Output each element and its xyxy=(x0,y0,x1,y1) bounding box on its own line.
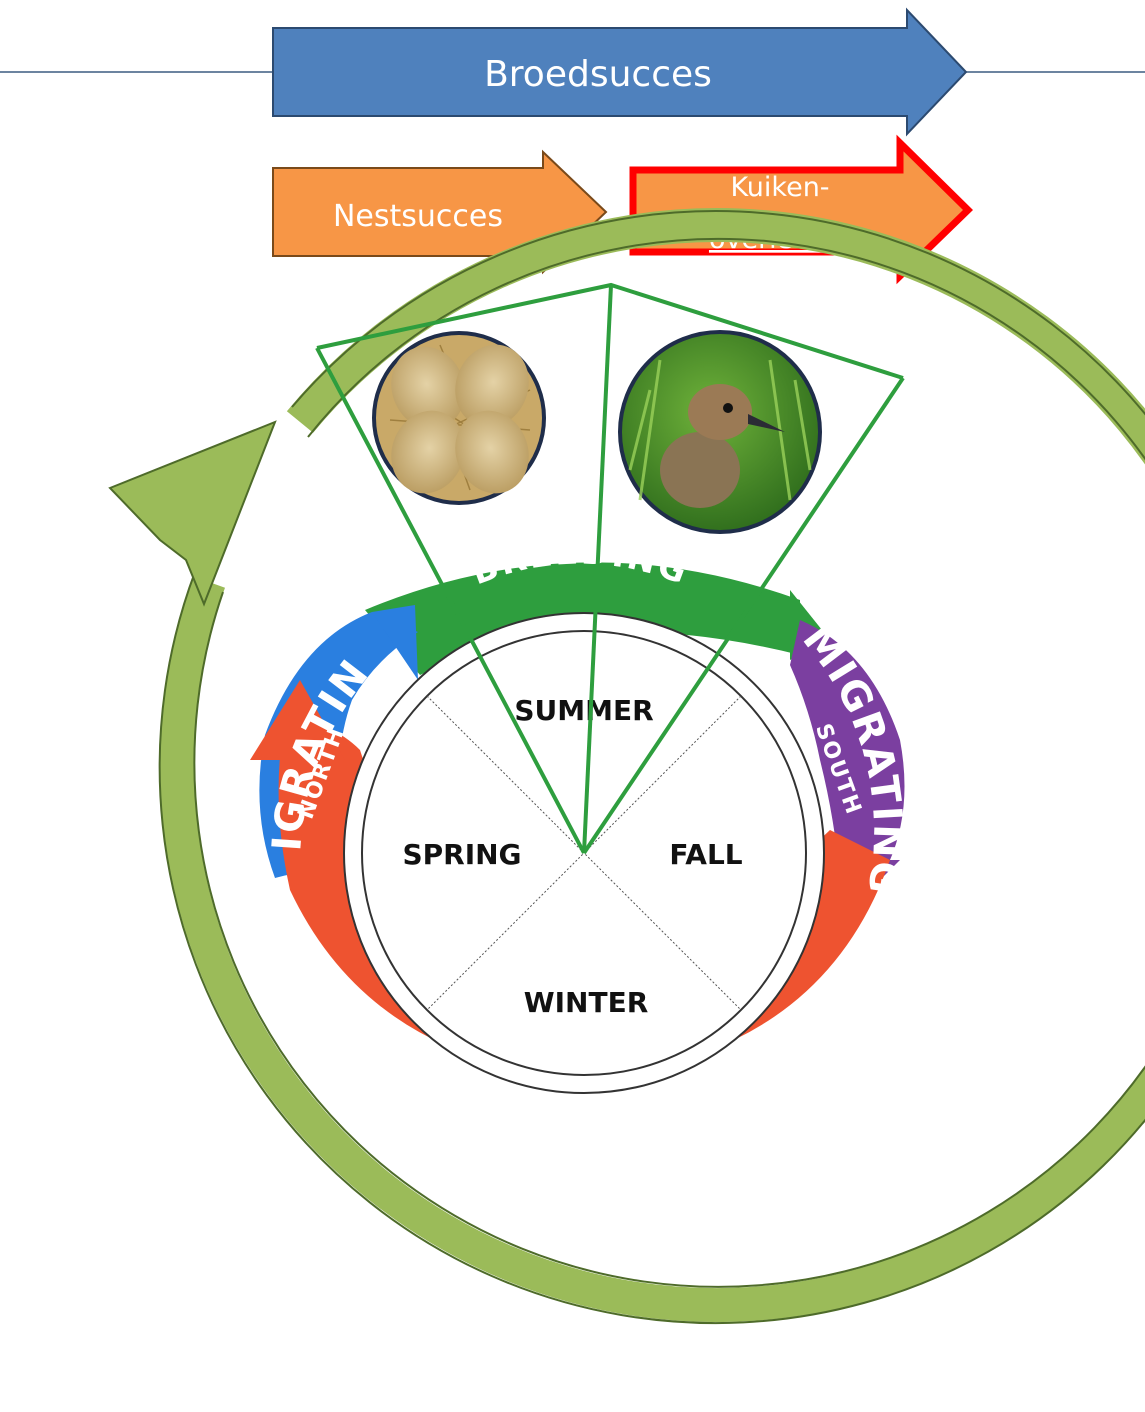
chick-photo xyxy=(618,330,822,534)
kuiken-label-line1: Kuiken- xyxy=(730,172,829,203)
cycle-arrowhead xyxy=(108,420,277,607)
broedsucces-label: Broedsucces xyxy=(484,54,712,95)
season-summer: SUMMER xyxy=(514,694,653,727)
eggs-photo xyxy=(372,331,546,505)
season-fall: FALL xyxy=(669,838,742,871)
nestsucces-label: Nestsucces xyxy=(333,199,503,234)
wedge-lines xyxy=(315,282,905,855)
migrating-south-band xyxy=(790,620,905,880)
season-winter: WINTER xyxy=(524,986,649,1019)
season-spring: SPRING xyxy=(402,838,521,871)
broedsucces-arrow xyxy=(272,7,968,137)
cycle-ring-arc xyxy=(160,208,1145,1322)
